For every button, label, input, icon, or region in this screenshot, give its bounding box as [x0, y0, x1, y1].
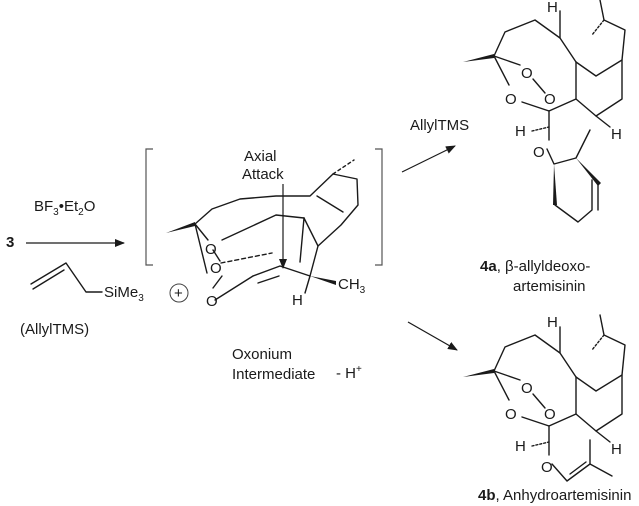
- deprotonation-label: - H+: [336, 364, 362, 382]
- oxonium-intermediate: Axial Attack O O O H CH3 + Oxonium Inter…: [166, 148, 366, 383]
- methyl-label: CH3: [338, 276, 366, 296]
- 4a-upper-ring: [493, 0, 626, 77]
- allyl-double-bond: [32, 269, 65, 290]
- 4b-h-left: H: [515, 438, 526, 455]
- 4a-o2: O: [544, 91, 556, 108]
- 4b-h-right: [595, 430, 611, 443]
- h-atom: H: [292, 292, 303, 309]
- arrow-to-4a: [401, 145, 456, 173]
- o-atom-2: O: [210, 260, 222, 277]
- 4b-h-right: H: [611, 441, 622, 458]
- product-4a-caption-2: artemisinin: [513, 278, 586, 295]
- 4b-upper-ring: [493, 314, 626, 392]
- 4a-methyl-wedge: [463, 54, 494, 62]
- 4b-h-top: H: [547, 314, 558, 331]
- ring-junction-2: [299, 217, 305, 263]
- 4a-o4: O: [533, 144, 545, 161]
- silane-label: SiMe3: [104, 284, 144, 304]
- allyltms-reagent-label: AllylTMS: [410, 117, 469, 134]
- 4b-peroxide: [532, 393, 546, 409]
- 4a-lower-ring: [575, 59, 623, 117]
- 4a-h-hash: [531, 126, 550, 132]
- allyl-chain: [30, 262, 103, 293]
- 4a-h-right: [595, 115, 611, 128]
- 4a-methyl-wedge-bottom: [576, 158, 601, 186]
- o-atom-3: O: [206, 293, 218, 310]
- 4b-o4: O: [541, 459, 553, 476]
- 4b-enol-ether: [551, 439, 591, 482]
- 4b-h-hash: [531, 441, 550, 447]
- oxonium-double: [257, 275, 280, 284]
- 4b-methyl: [589, 463, 613, 477]
- axial-label: Axial: [244, 148, 277, 165]
- 4a-hash: [591, 19, 605, 36]
- methyl-wedge: [310, 276, 336, 285]
- 4b-o-left: [493, 370, 510, 401]
- 4b-methyl-wedge: [463, 369, 494, 377]
- arrow-to-4b: [407, 321, 458, 351]
- methyl-hash-top: [332, 159, 355, 175]
- bracket-left: [145, 148, 153, 266]
- 4b-o2: O: [544, 406, 556, 423]
- cage-inner-bond: [316, 195, 344, 213]
- ring-junction: [303, 217, 319, 247]
- reagents-block: BF3•Et2O 3 SiMe3 (AllylTMS): [6, 198, 144, 338]
- 4a-pyran-bottom: [546, 129, 591, 165]
- 4a-peroxide: [532, 78, 546, 94]
- attack-label: Attack: [242, 166, 284, 183]
- o-atom-1: O: [205, 241, 217, 258]
- acetal-bond-2: [194, 223, 208, 274]
- 4b-hash: [591, 334, 605, 351]
- product-4a-caption: 4a, β-allyldeoxo-: [480, 258, 590, 275]
- 4a-o-left: [493, 55, 510, 86]
- peroxide-dashed: [220, 252, 273, 264]
- ring-o-bond: [212, 275, 223, 289]
- 4a-h-right: H: [611, 126, 622, 143]
- product-4b-caption: 4b, Anhydroartemisinin: [478, 487, 631, 504]
- cation-plus: +: [174, 285, 183, 302]
- 4a-h-left: H: [515, 123, 526, 140]
- methyl-wedge-left: [166, 222, 195, 233]
- peroxide-bond: [212, 249, 221, 262]
- 4b-o3: O: [505, 406, 517, 423]
- 4a-o1: O: [521, 65, 533, 82]
- h-bond: [304, 275, 311, 294]
- cation-circle: [169, 283, 189, 303]
- bracket-right: [375, 148, 383, 266]
- 4b-double-bond: [569, 461, 587, 475]
- acetal-o-bond: [194, 223, 209, 241]
- oxonium-alkene: [252, 265, 311, 277]
- oxonium-o-bond: [214, 275, 254, 301]
- 4a-allyl-wedge: [553, 164, 557, 205]
- 4b-oo-start: [493, 370, 521, 381]
- oxonium-caption: Oxonium: [232, 346, 292, 363]
- product-4b-structure: H H H O O O O: [463, 314, 626, 482]
- 4b-o1: O: [521, 380, 533, 397]
- intermediate-caption: Intermediate: [232, 366, 315, 383]
- 4a-allyl-chain: [554, 179, 593, 223]
- lewis-acid-label: BF3•Et2O: [34, 198, 95, 218]
- product-4a-structure: H H H O O O O: [463, 0, 626, 223]
- start-compound-label: 3: [6, 234, 14, 251]
- allyltms-label: (AllylTMS): [20, 321, 89, 338]
- ring-bond-upper: [221, 214, 305, 241]
- 4a-h-top: H: [547, 0, 558, 16]
- 4b-lower-ring: [575, 374, 623, 432]
- 4a-oo-start: [493, 55, 521, 66]
- 4a-o3: O: [505, 91, 517, 108]
